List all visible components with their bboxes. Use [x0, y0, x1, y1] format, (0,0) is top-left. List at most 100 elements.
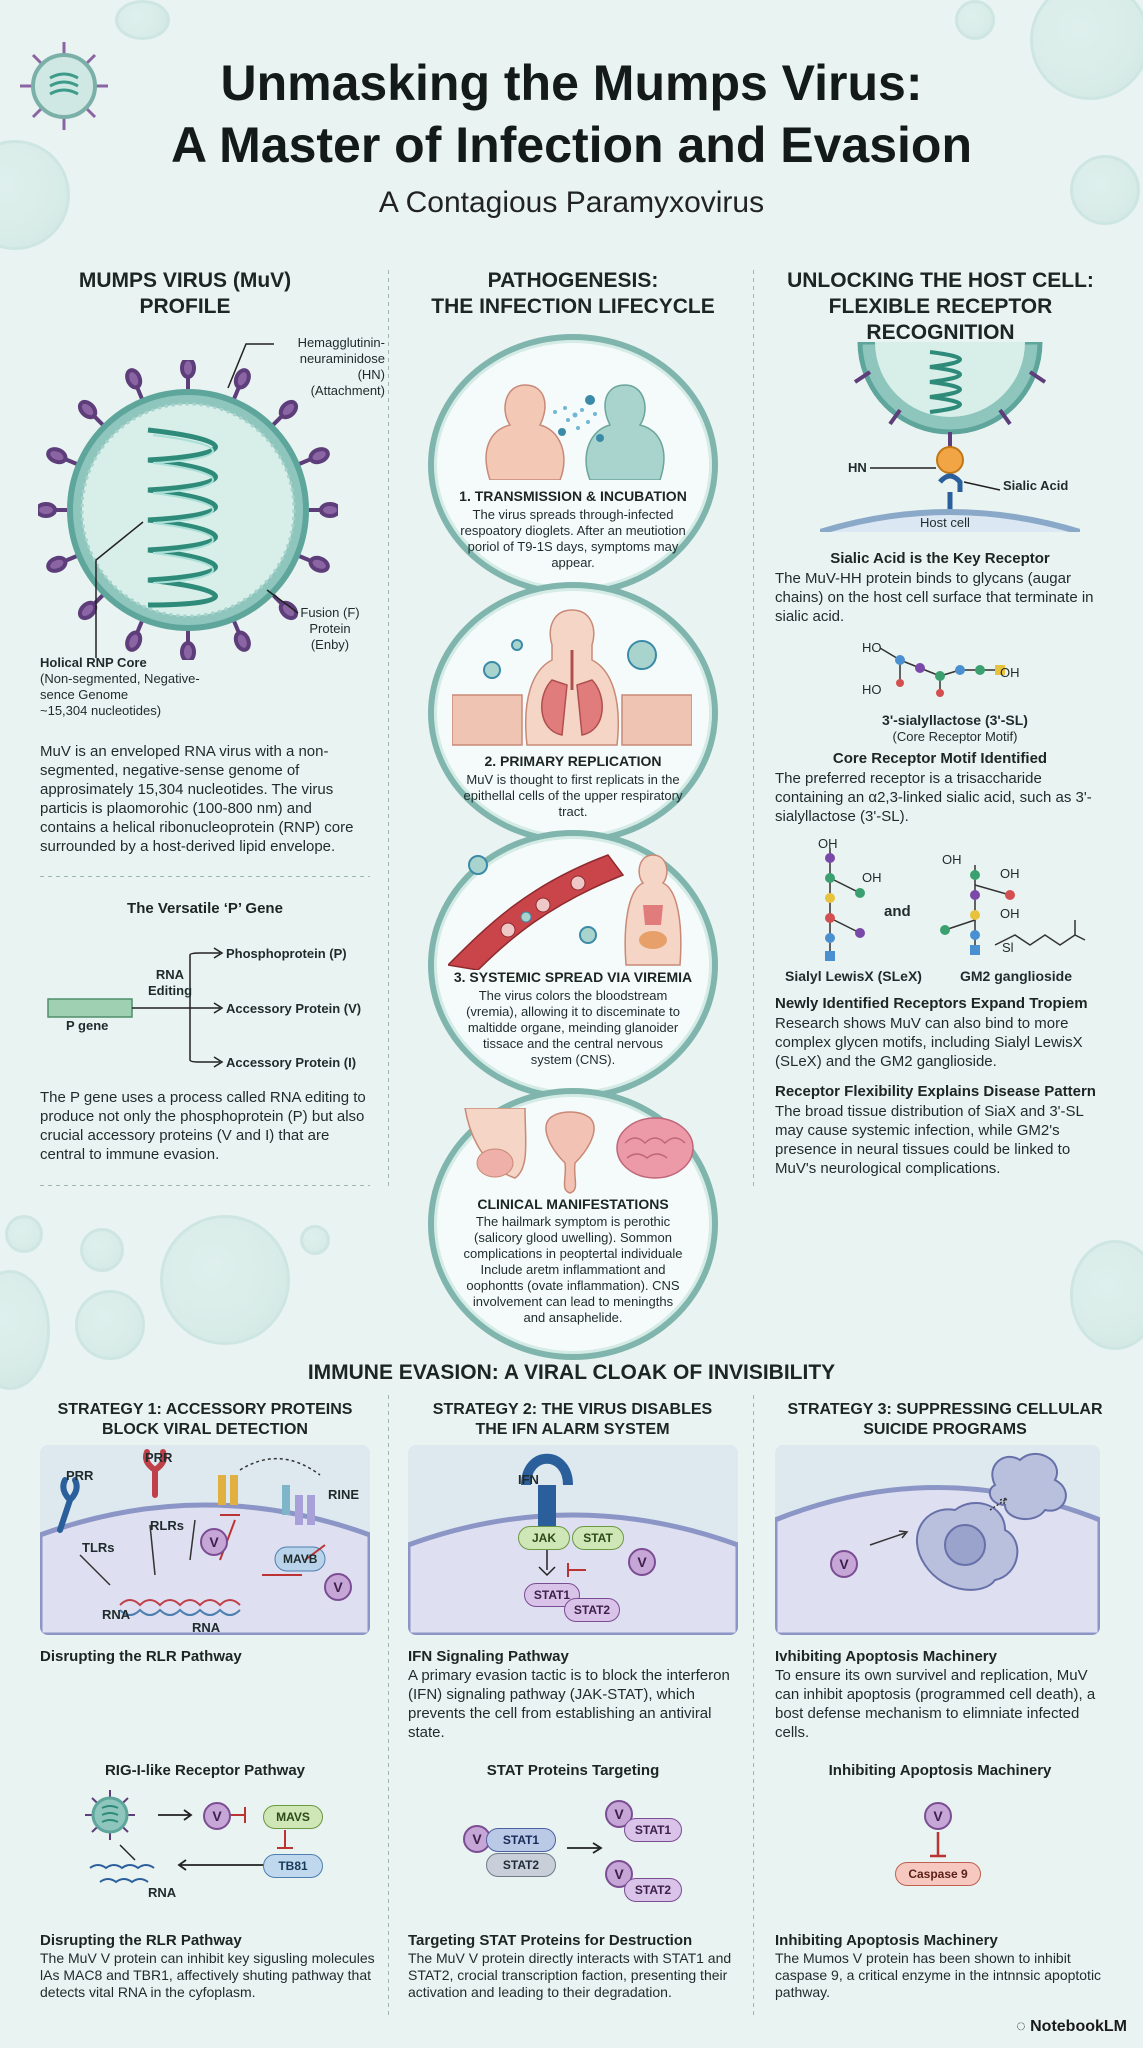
oh-label: OH [1000, 866, 1020, 881]
host-cell-label: Host cell [920, 515, 970, 530]
stat1-pill: STAT1 [486, 1828, 556, 1852]
mavs-pill: MAVS [263, 1805, 323, 1829]
background-cell [300, 1225, 330, 1255]
spike-head [180, 360, 196, 379]
mumps-virion-illustration [38, 360, 338, 660]
apoptosis-title: Inhibiting Apoptosis Machinery [828, 1762, 1052, 1779]
jak-pill: JAK [518, 1526, 570, 1550]
slex-structure [825, 848, 865, 961]
p-gene-description: The P gene uses a process called RNA edi… [40, 1089, 366, 1163]
background-cell [1070, 1240, 1143, 1350]
gm2-structure [940, 865, 1086, 955]
spike-head [278, 399, 299, 420]
spike-head [319, 502, 338, 518]
background-cell [75, 1290, 145, 1360]
step-1-text: The virus spreads through-infected respo… [460, 507, 686, 570]
notebooklm-logo[interactable]: ◌ NotebookLM [1016, 2018, 1127, 2035]
column-divider [388, 270, 389, 1190]
receptor-binding-illustration [820, 342, 1080, 532]
column-divider [388, 1395, 389, 2015]
spike-head [233, 630, 251, 652]
oh-label: OH [862, 870, 882, 885]
ho-label: HO [862, 640, 882, 655]
spike-head [46, 555, 68, 573]
step-circle-transmission [428, 334, 718, 596]
spike-head [180, 641, 196, 660]
step-4-text: The hailmark symptom is perothic (salico… [463, 1214, 683, 1325]
new-receptors-text: Research shows MuV can also bind to more… [775, 1015, 1083, 1070]
strategy-3-panel [775, 1445, 1100, 1635]
strategy-3-subtitle: Ivhibiting Apoptosis Machinery [775, 1648, 997, 1665]
receptor-hn-label: HN [848, 460, 867, 475]
prr-label: PRR [66, 1468, 94, 1483]
rlr-pathway-title: RIG-I-like Receptor Pathway [104, 1762, 306, 1779]
spike-head [233, 368, 251, 390]
sialic-acid-label: Sialic Acid [1003, 478, 1069, 493]
spike-head [125, 630, 143, 652]
stat2-pill: STAT2 [486, 1853, 556, 1877]
column-divider [753, 1395, 754, 2015]
column-divider [753, 270, 754, 1190]
stat-targeting-title: STAT Proteins Targeting [486, 1762, 660, 1779]
rna-label: RNA [102, 1607, 131, 1622]
flexibility-title: Receptor Flexibility Explains Disease Pa… [775, 1083, 1096, 1100]
stat-pill: STAT [572, 1526, 624, 1550]
virus-description: MuV is an enveloped RNA virus with a non… [40, 743, 354, 855]
tlrs-label: TLRs [82, 1540, 115, 1555]
rna-label: RNA [192, 1620, 221, 1635]
core-pointer-line [95, 521, 144, 658]
spike-head [308, 447, 330, 465]
core-label-text: (Non-segmented, Negative- sence Genome ~… [40, 671, 200, 718]
step-2-title: 2. PRIMARY REPLICATION [484, 753, 662, 769]
rna-label: RNA [148, 1885, 177, 1900]
accessory-i-label: Accessory Protein (I) [226, 1055, 357, 1070]
tb81-pill: TB81 [263, 1854, 323, 1878]
oh-label: OH [942, 852, 962, 867]
rna-editing-label: RNA Editing [147, 967, 193, 998]
background-cell [1030, 0, 1143, 100]
background-cell [1070, 155, 1140, 225]
gm2-name: GM2 ganglioside [960, 968, 1073, 984]
pathogenesis-heading: PATHOGENESIS:THE INFECTION LIFECYCLE [431, 269, 715, 318]
sialyllactose-structure [879, 647, 1005, 697]
spike-head [278, 600, 299, 621]
page-title: Unmasking the Mumps Virus: A Master of I… [170, 55, 973, 173]
v-protein-icon: V [605, 1800, 633, 1828]
core-label-title: Holical RNP Core [40, 655, 147, 670]
arrow-icon [567, 1842, 603, 1854]
stat1-pill: STAT1 [624, 1818, 682, 1842]
slex-name: Sialyl LewisX (SLeX) [785, 968, 922, 984]
spike-head [77, 399, 98, 420]
sialyllactose-sub: (Core Receptor Motif) [892, 729, 1018, 744]
flexibility-text: The broad tissue distribution of SiaX an… [775, 1103, 1084, 1177]
sialyllactose-name: 3'-sialyllactose (3'-SL) [882, 712, 1028, 728]
step-3-text: The virus colors the bloodstream (vremia… [466, 988, 680, 1067]
v-protein-icon: V [830, 1550, 858, 1578]
receptor-heading: UNLOCKING THE HOST CELL:FLEXIBLE RECEPTO… [787, 269, 1094, 344]
strategy-3-subtitle-2: Inhibiting Apoptosis Machinery [775, 1932, 998, 1949]
si-label: Sl [1002, 940, 1014, 955]
inhibit-icon [930, 1832, 946, 1858]
spike-head [125, 368, 143, 390]
f-pointer-line [266, 589, 299, 614]
background-cell [955, 0, 995, 40]
profile-heading: MUMPS VIRUS (MuV)PROFILE [78, 269, 292, 318]
background-cell [115, 0, 170, 40]
motif-text: The preferred receptor is a trisaccharid… [775, 770, 1092, 825]
background-cell [5, 1215, 43, 1253]
and-label: and [884, 903, 911, 920]
rlrs-label: RLRs [150, 1518, 184, 1533]
p-gene-heading: The Versatile ‘P’ Gene [127, 900, 283, 917]
page-subtitle: A Contagious Paramyxovirus [378, 186, 765, 219]
notebooklm-icon: ◌ [1016, 2018, 1026, 2035]
v-protein-icon: V [605, 1860, 633, 1888]
phosphoprotein-label: Phosphoprotein (P) [226, 946, 347, 961]
step-2-text: MuV is thought to first replicats in the… [463, 772, 683, 819]
spike-head [77, 600, 98, 621]
accessory-v-label: Accessory Protein (V) [226, 1001, 362, 1016]
strategy-2-text: A primary evasion tactic is to block the… [408, 1667, 730, 1741]
background-cell [160, 1215, 290, 1345]
stat2-pill: STAT2 [624, 1878, 682, 1902]
background-cell [80, 1228, 124, 1272]
